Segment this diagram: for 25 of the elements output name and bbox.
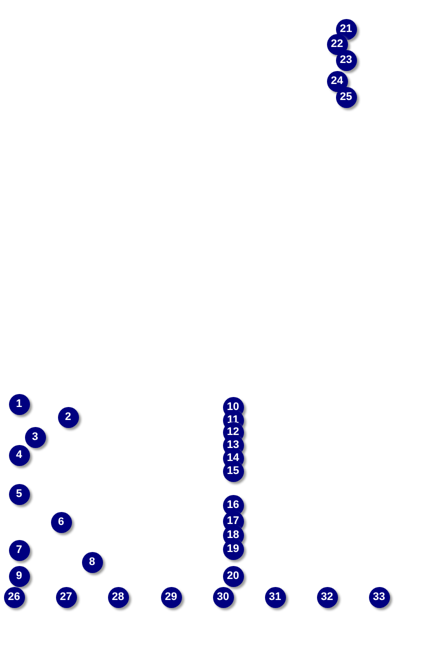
callout-number: 15 xyxy=(222,460,244,482)
callout-number: 20 xyxy=(222,566,244,586)
callout-number: 19 xyxy=(222,538,244,560)
callout-number: 29 xyxy=(160,586,182,608)
callout-number: 8 xyxy=(82,552,102,572)
callout-number: 33 xyxy=(368,586,390,608)
callout-number: 30 xyxy=(212,586,234,608)
callout-number: 26 xyxy=(4,586,24,608)
callout-number: 28 xyxy=(108,586,128,608)
callout-number: 24 xyxy=(326,70,348,92)
callout-number: 16 xyxy=(222,494,244,516)
callout-number: 6 xyxy=(50,512,72,532)
callout-number: 25 xyxy=(336,86,356,108)
callout-number: 21 xyxy=(336,18,356,40)
callout-number: 9 xyxy=(8,566,30,586)
callout-number: 5 xyxy=(8,484,30,504)
callout-number: 23 xyxy=(336,50,356,70)
callout-number: 7 xyxy=(8,540,30,560)
callout-number: 31 xyxy=(264,586,286,608)
callout-number: 1 xyxy=(8,394,30,414)
callout-number: 3 xyxy=(24,426,46,448)
callout-number: 32 xyxy=(316,586,338,608)
callout-number: 27 xyxy=(56,586,76,608)
callout-number: 2 xyxy=(58,406,78,428)
callout-number: 4 xyxy=(8,444,30,466)
